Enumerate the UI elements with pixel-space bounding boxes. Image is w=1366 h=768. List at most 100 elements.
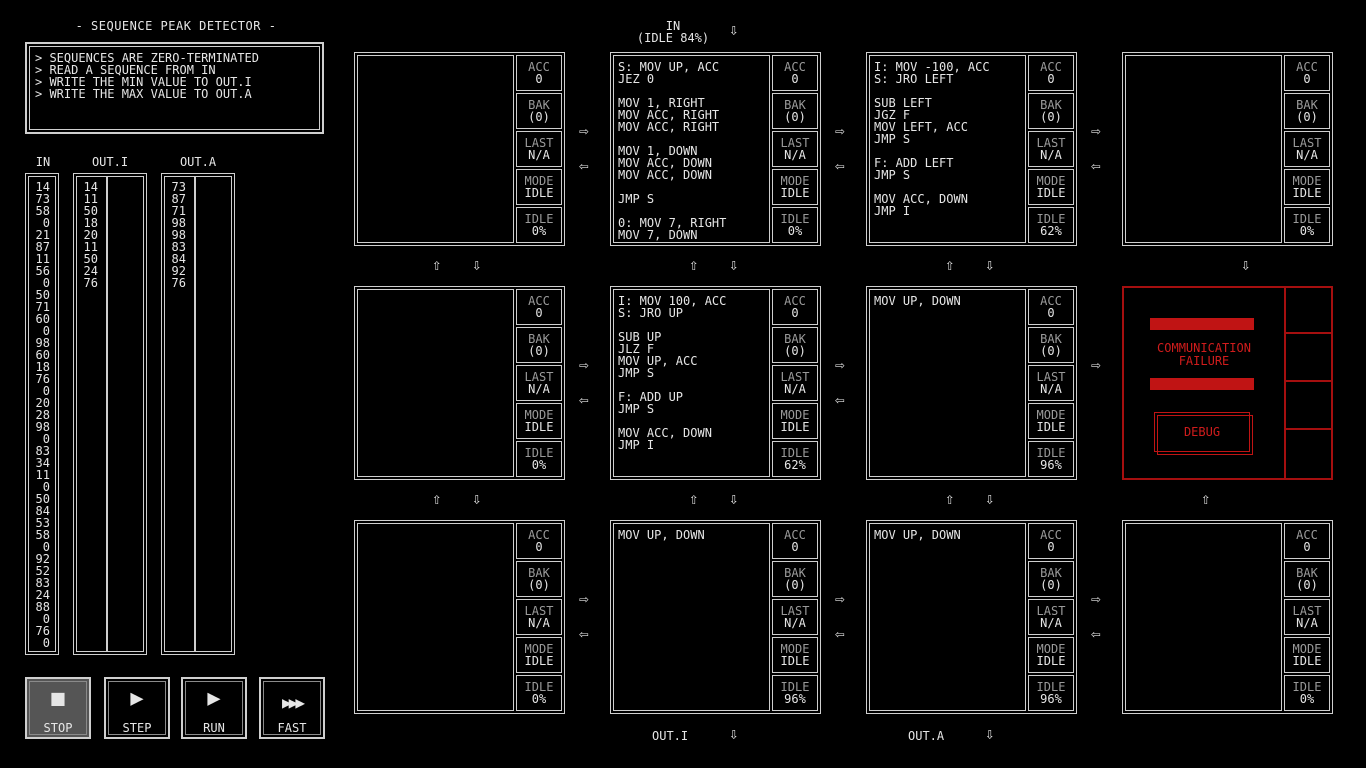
up-arrow-icon: ⇧ xyxy=(432,255,442,274)
register-bak: BAK(0) xyxy=(772,327,818,363)
register-label: IDLE xyxy=(780,680,810,694)
register-value: (0) xyxy=(784,110,806,124)
register-label: ACC xyxy=(1296,528,1318,542)
stream-value: 76 xyxy=(35,372,50,386)
down-arrow-icon: ⇩ xyxy=(729,20,739,39)
register-bak: BAK(0) xyxy=(516,561,562,597)
register-value: 96% xyxy=(1040,458,1062,472)
register-label: MODE xyxy=(780,408,810,422)
register-value: IDLE xyxy=(1036,654,1066,668)
register-bak: BAK(0) xyxy=(772,93,818,129)
description-line: > READ A SEQUENCE FROM IN xyxy=(35,63,216,77)
register-label: IDLE xyxy=(1036,680,1066,694)
register-value: IDLE xyxy=(1292,654,1322,668)
register-label: LAST xyxy=(524,604,554,618)
register-label: ACC xyxy=(1040,294,1062,308)
register-value: N/A xyxy=(784,148,806,162)
register-value: (0) xyxy=(1040,110,1062,124)
stream-value: 98 xyxy=(35,336,50,350)
description-line: > WRITE THE MIN VALUE TO OUT.I xyxy=(35,75,252,89)
stream-value: 71 xyxy=(35,300,50,314)
register-label: ACC xyxy=(1040,60,1062,74)
register-label: BAK xyxy=(1040,566,1062,580)
stream-value: 14 xyxy=(35,180,50,194)
stream-value: 76 xyxy=(83,276,98,290)
register-label: BAK xyxy=(784,98,806,112)
debug-button-label: DEBUG xyxy=(1183,425,1221,439)
node-code-editor[interactable] xyxy=(1125,55,1282,243)
register-value: 0 xyxy=(1047,72,1055,86)
left-arrow-icon: ⇦ xyxy=(835,624,845,643)
down-arrow-icon: ⇩ xyxy=(985,255,995,274)
node-code-editor[interactable]: MOV UP, DOWN xyxy=(869,289,1026,477)
node-code-editor[interactable] xyxy=(1125,523,1282,711)
stream-value: 84 xyxy=(171,252,186,266)
register-value: IDLE xyxy=(524,186,554,200)
register-value: IDLE xyxy=(780,654,810,668)
up-arrow-icon: ⇧ xyxy=(689,255,699,274)
debug-button[interactable]: DEBUG xyxy=(1154,412,1253,455)
stream-value: 0 xyxy=(42,432,50,446)
stream-value: 52 xyxy=(35,564,50,578)
register-value: 0 xyxy=(535,72,543,86)
node-code-editor[interactable] xyxy=(357,55,514,243)
stream-value: 0 xyxy=(42,540,50,554)
register-value: IDLE xyxy=(1036,186,1066,200)
node-code-editor[interactable] xyxy=(357,289,514,477)
stop-button-label: STOP xyxy=(43,721,73,735)
error-message: COMMUNICATION xyxy=(1157,341,1251,355)
register-label: ACC xyxy=(784,60,806,74)
register-label: IDLE xyxy=(1036,446,1066,460)
stream-value: 58 xyxy=(35,204,50,218)
node-code-editor[interactable] xyxy=(357,523,514,711)
node-code-editor[interactable]: I: MOV 100, ACC S: JRO UP SUB UP JLZ F M… xyxy=(613,289,770,477)
stop-button[interactable]: ■ STOP xyxy=(25,677,91,739)
register-label: LAST xyxy=(1292,136,1322,150)
register-label: LAST xyxy=(1036,370,1066,384)
right-arrow-icon: ⇨ xyxy=(579,589,589,608)
compute-node: S: MOV UP, ACC JEZ 0 MOV 1, RIGHT MOV AC… xyxy=(610,52,821,246)
step-button[interactable]: ▶ STEP xyxy=(104,677,170,739)
register-label: BAK xyxy=(528,332,550,346)
error-message: FAILURE xyxy=(1178,354,1230,368)
register-label: ACC xyxy=(528,60,550,74)
register-value: 62% xyxy=(784,458,806,472)
right-arrow-icon: ⇨ xyxy=(1091,589,1101,608)
register-label: ACC xyxy=(528,528,550,542)
left-arrow-icon: ⇦ xyxy=(579,624,589,643)
stream-value: 50 xyxy=(83,252,98,266)
node-code: MOV UP, DOWN xyxy=(618,528,705,542)
node-code-editor[interactable]: MOV UP, DOWN xyxy=(869,523,1026,711)
register-value: (0) xyxy=(1040,578,1062,592)
error-cell xyxy=(1286,288,1331,334)
node-code-editor[interactable]: MOV UP, DOWN xyxy=(613,523,770,711)
fast-button[interactable]: ▶▶▶ FAST xyxy=(259,677,325,739)
stream-value: 28 xyxy=(35,408,50,422)
register-value: 0% xyxy=(531,224,547,238)
down-arrow-icon: ⇩ xyxy=(729,489,739,508)
stream-value: 50 xyxy=(83,204,98,218)
node-code: MOV UP, DOWN xyxy=(874,528,961,542)
register-label: ACC xyxy=(528,294,550,308)
run-button[interactable]: ▶ RUN xyxy=(181,677,247,739)
register-value: (0) xyxy=(1296,110,1318,124)
node-code-editor[interactable]: S: MOV UP, ACC JEZ 0 MOV 1, RIGHT MOV AC… xyxy=(613,55,770,243)
stream-value: 56 xyxy=(35,264,50,278)
node-code-editor[interactable]: I: MOV -100, ACC S: JRO LEFT SUB LEFT JG… xyxy=(869,55,1026,243)
stream-value: 20 xyxy=(35,396,50,410)
